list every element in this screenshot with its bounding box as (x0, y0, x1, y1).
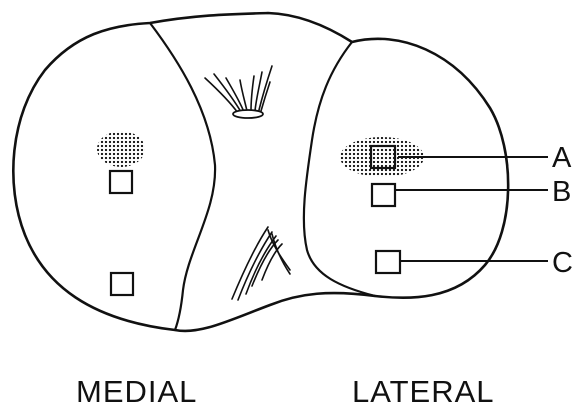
marker-label-a: A (552, 142, 572, 174)
marker-label-b: B (552, 176, 572, 208)
marker-label-c: C (552, 247, 574, 279)
medial-label: MEDIAL (76, 374, 197, 409)
upper-ligament-attachment (205, 66, 272, 118)
medial-divider-line (150, 23, 215, 330)
medial-measurement-sites (97, 131, 145, 295)
medial-lower-square (111, 273, 133, 295)
lateral-label: LATERAL (352, 374, 495, 409)
medial-upper-square (110, 171, 132, 193)
medial-stippled-region (97, 131, 145, 167)
lateral-square-c (376, 251, 400, 273)
lateral-square-b (372, 184, 395, 206)
lower-ligament-attachment (232, 227, 290, 300)
tibial-plateau-outline (13, 13, 508, 331)
